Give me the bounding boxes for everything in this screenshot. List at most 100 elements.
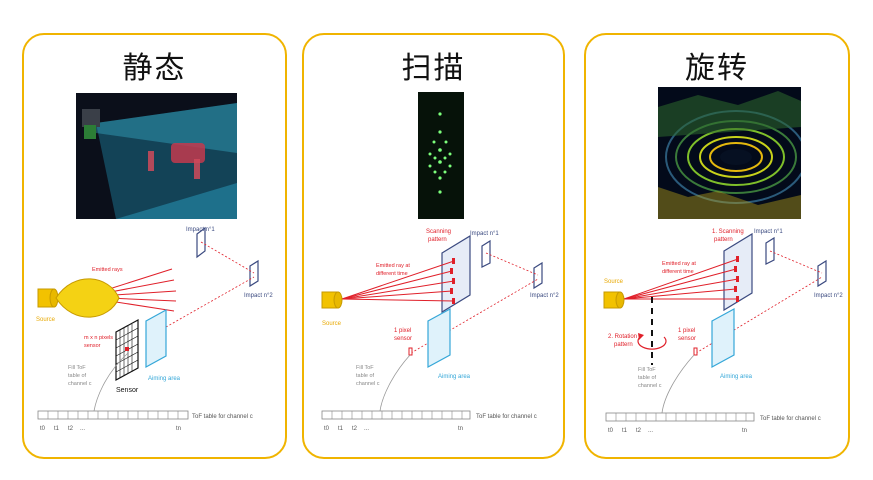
diagram-shape: [452, 278, 455, 284]
diagram-label: tn: [742, 428, 747, 434]
diagram-shape: 1. Scanning pattern Impact n°1 Impact n°…: [604, 229, 843, 434]
diagram-label: t2: [636, 428, 642, 434]
diagram-shape: [331, 411, 463, 419]
diagram-label: pattern: [428, 237, 447, 243]
diagram-label: channel c: [356, 381, 380, 387]
diagram-label: different time: [376, 271, 408, 277]
diagram-shape: Impact n°1 Impact n°2 Emitted rays Sourc…: [36, 227, 273, 432]
diagram-label: different time: [662, 269, 694, 275]
diagram-label: 2. Rotation: [608, 334, 637, 340]
fill-label: Fill ToF: [68, 365, 86, 371]
diagram-label: Emitted ray at: [662, 261, 696, 267]
diagram-label: Source: [604, 279, 624, 285]
diagram-shape: [37, 410, 189, 420]
diagram-shape: [452, 258, 455, 264]
diagram-label: t0: [324, 426, 330, 432]
diagram-shape: [736, 256, 739, 262]
diagram-label: Fill ToF: [356, 365, 374, 371]
diagram-shape: [615, 291, 625, 309]
diagram-shape: [817, 259, 827, 288]
diagram-label: 1 pixel: [394, 328, 411, 334]
diagram-label: t1: [338, 426, 344, 432]
diagram-shape: [736, 276, 739, 282]
diagram-label: Aiming area: [720, 374, 753, 380]
diagram-shape: [623, 258, 739, 300]
diagram-shape: [661, 354, 695, 414]
diagram-shape: [736, 296, 739, 302]
diagram-label: t2: [352, 426, 358, 432]
diagram-shape: [734, 286, 737, 292]
diagram-shape: [341, 270, 453, 300]
diagram-label: Emitted ray at: [376, 263, 410, 269]
diagram-shape: [769, 250, 823, 274]
rotating-lidar-pointcloud-image: [658, 87, 801, 219]
diagram-label: Impact n°2: [814, 293, 843, 299]
diagram-shape: [379, 354, 411, 412]
diagram-label: ...: [80, 426, 85, 432]
panel-title: 扫描: [401, 51, 466, 86]
diagram-label: table of: [638, 375, 657, 381]
panel-title: 旋转: [685, 51, 749, 86]
diagram-shape: [693, 347, 698, 356]
diagram-shape: [637, 336, 667, 350]
diagram-shape: [341, 280, 455, 300]
sensor-desc: m x n pixels: [84, 335, 113, 341]
diagram-shape: [638, 333, 644, 340]
diagram-label: 1 pixel: [678, 328, 695, 334]
diagram-label: table of: [356, 373, 375, 379]
diagram-label: ToF table for channel c: [476, 414, 537, 420]
panel-scanning: 扫描: [302, 33, 565, 459]
diagram-label: ...: [648, 428, 653, 434]
diagram-shape: [734, 256, 739, 302]
scanning-pattern-image: [418, 92, 464, 219]
flash-lidar-image: [76, 93, 237, 219]
diagram-label: tn: [458, 426, 463, 432]
diagram-shape: [115, 335, 139, 349]
diagram-shape: [533, 261, 543, 290]
diagram-label: Impact n°1: [754, 229, 783, 235]
aiming-label: Aiming area: [148, 376, 181, 382]
diagram-shape: [623, 268, 737, 300]
sensor-label: Sensor: [116, 387, 139, 394]
diagram-shape: [145, 308, 167, 369]
rotating-diagram: 1. Scanning pattern Impact n°1 Impact n°…: [603, 229, 843, 434]
diagram-label: sensor: [394, 336, 412, 342]
impact2-label: Impact n°2: [244, 293, 273, 299]
source-label: Source: [36, 317, 56, 323]
diagram-label: t0: [40, 426, 46, 432]
diagram-label: sensor: [84, 343, 101, 349]
diagram-label: t0: [608, 428, 614, 434]
diagram-label: table of: [68, 373, 87, 379]
diagram-shape: [615, 413, 747, 421]
impact1-label: Impact n°1: [186, 227, 215, 233]
diagram-shape: [450, 268, 453, 274]
panel-title: 静态: [122, 51, 187, 86]
diagram-shape: Scanning pattern Impact n°1 Impact n°2 E…: [322, 229, 559, 432]
diagram-shape: [408, 347, 413, 356]
diagram-shape: [341, 260, 455, 300]
tof-label: ToF table for channel c: [192, 414, 253, 420]
diagram-label: ToF table for channel c: [760, 416, 821, 422]
diagram-shape: [734, 266, 737, 272]
emitted-label: Emitted rays: [92, 267, 123, 273]
diagram-shape: [711, 307, 735, 369]
diagram-shape: [450, 288, 453, 294]
scanning-diagram: Scanning pattern Impact n°1 Impact n°2 E…: [321, 229, 559, 432]
diagram-shape: [341, 290, 453, 300]
diagram-shape: [450, 258, 455, 304]
diagram-label: channel c: [638, 383, 662, 389]
diagram-shape: [623, 258, 739, 300]
diagram-shape: [115, 359, 139, 373]
diagram-shape: [427, 307, 451, 369]
diagram-shape: [485, 252, 539, 276]
diagram-shape: [623, 288, 737, 300]
diagram-label: sensor: [678, 336, 696, 342]
diagram-label: pattern: [714, 237, 733, 243]
panel-rotating: 旋转: [584, 33, 850, 459]
diagram-label: Fill ToF: [638, 367, 656, 373]
diagram-shape: [341, 298, 455, 302]
diagram-shape: [605, 412, 755, 422]
diagram-label: channel c: [68, 381, 92, 387]
diagram-label: ...: [364, 426, 369, 432]
impact-1: [196, 226, 206, 259]
